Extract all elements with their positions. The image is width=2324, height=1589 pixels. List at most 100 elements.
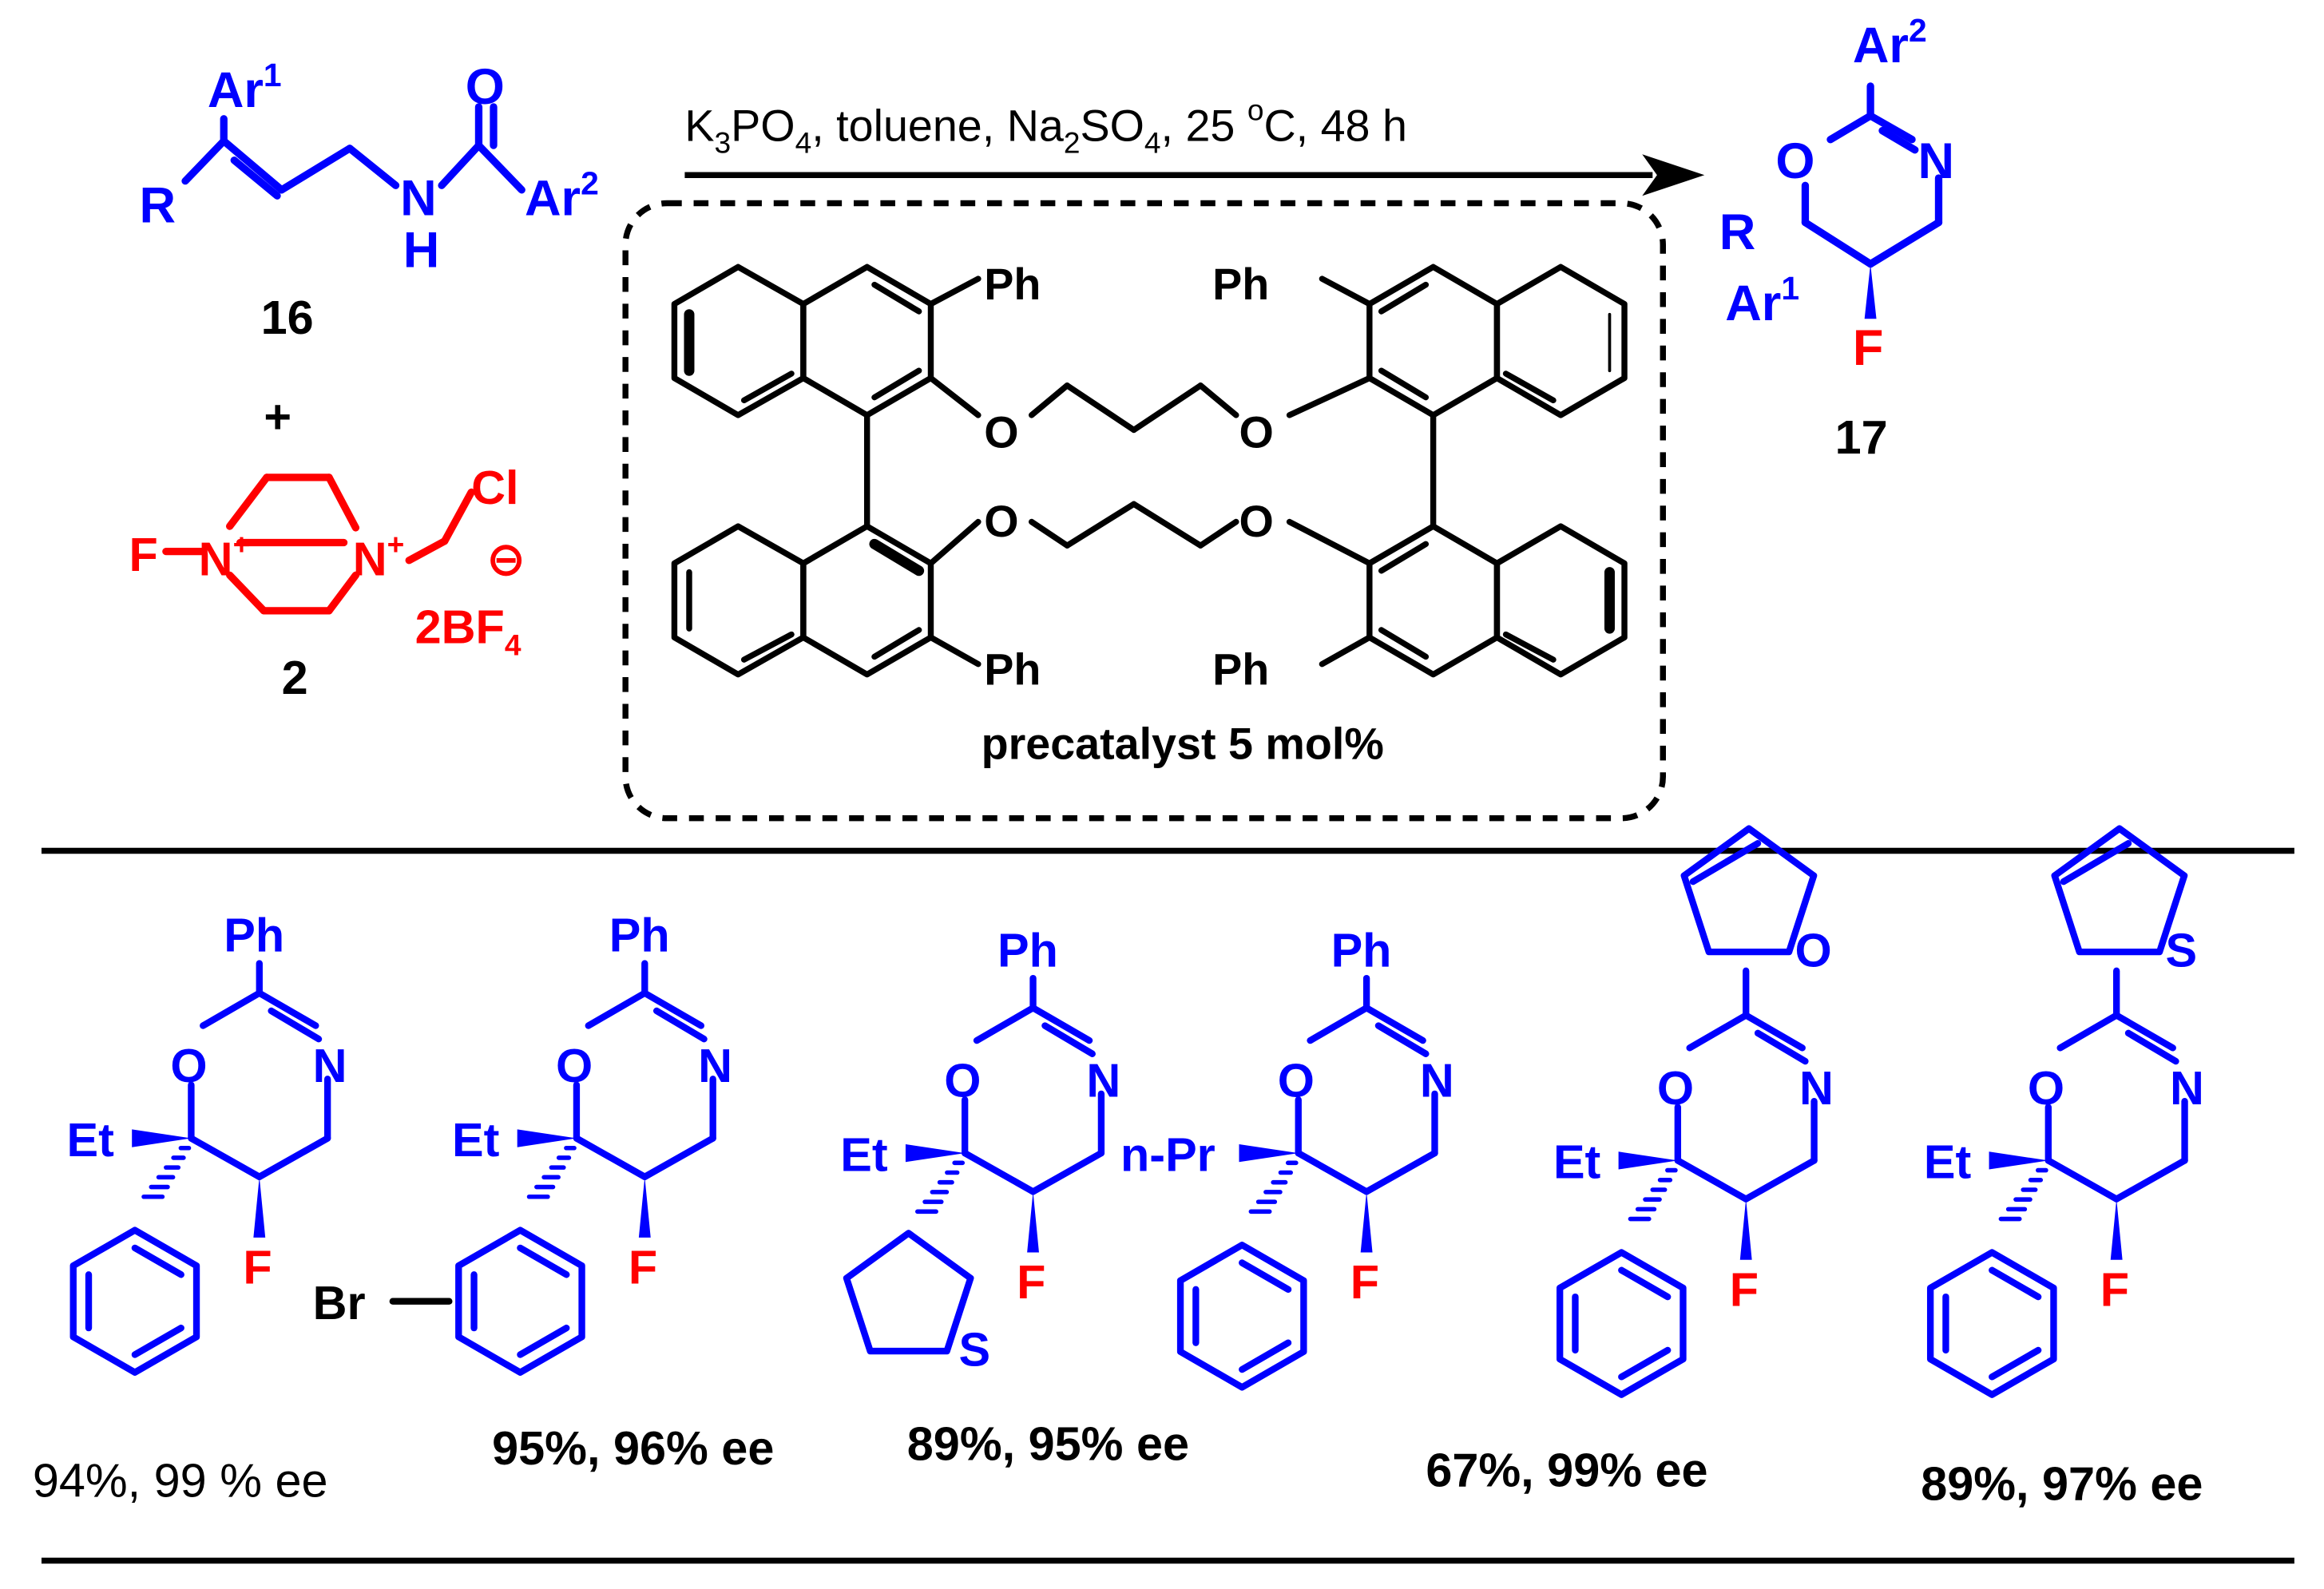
phenyl-ring-double-bond xyxy=(131,1324,184,1358)
product-r: R xyxy=(1719,204,1756,260)
bond xyxy=(573,1135,648,1180)
alkyl-wedge xyxy=(517,1129,577,1147)
bond xyxy=(641,989,705,1029)
bond xyxy=(1754,1029,1809,1065)
reagent-number: 2 xyxy=(282,651,308,704)
precat-o-2: O xyxy=(1239,408,1274,458)
substrate-o: O xyxy=(466,59,505,115)
c2-phenyl-label: Ph xyxy=(224,909,284,962)
reagent-n1: N+ xyxy=(199,527,251,585)
bond xyxy=(1743,1157,1818,1203)
phenyl-ring-double-bond xyxy=(1239,1339,1292,1373)
reagent-counterion: 2BF4 xyxy=(415,600,522,662)
alkyl-label: n-Pr xyxy=(1120,1127,1216,1181)
bond xyxy=(973,1005,1037,1044)
oxazine-n: N xyxy=(1799,1061,1834,1115)
bond xyxy=(256,989,319,1029)
phenyl-ring xyxy=(1926,1249,2057,1398)
alkyl-label: Et xyxy=(67,1113,115,1167)
precat-o-3: O xyxy=(984,497,1018,546)
c2-phenyl-label: Ph xyxy=(609,909,670,962)
bond xyxy=(1374,1022,1430,1057)
reagent-n2: N+ xyxy=(353,527,405,585)
stereo-wedge xyxy=(1739,1199,1752,1260)
phenyl-ring xyxy=(1556,1249,1687,1398)
substrate-ar1: Ar1 xyxy=(208,57,282,118)
product-number: 17 xyxy=(1835,410,1888,464)
alkyl-label: Et xyxy=(452,1113,500,1167)
oxazine-o: O xyxy=(1657,1061,1694,1115)
thiophene-s: S xyxy=(2165,924,2197,977)
bond xyxy=(652,1007,708,1043)
fluorine: F xyxy=(1017,1255,1045,1309)
bromophenyl-ring xyxy=(455,1226,585,1376)
phenyl-ring-double-bond xyxy=(1989,1266,2042,1301)
product-f: F xyxy=(1853,320,1884,376)
fluorine: F xyxy=(1730,1262,1759,1316)
product-wedge xyxy=(1864,264,1877,319)
c2-phenyl-label: Ph xyxy=(997,923,1058,977)
bond xyxy=(585,989,648,1029)
alkyl-label: Et xyxy=(1553,1135,1601,1189)
bond xyxy=(200,989,263,1029)
reaction-arrow xyxy=(684,154,1705,196)
bond xyxy=(268,1007,323,1043)
oxazine-o: O xyxy=(2028,1061,2064,1115)
bond xyxy=(256,1135,331,1180)
substrate-h: H xyxy=(403,222,440,278)
thiophene-s: S xyxy=(958,1323,990,1377)
product-ar2: Ar2 xyxy=(1853,12,1927,73)
product-17 xyxy=(1801,82,1943,268)
oxazine-o: O xyxy=(556,1039,593,1092)
precatalyst-label: precatalyst 5 mol% xyxy=(982,719,1384,768)
furyl-ring xyxy=(1680,825,1818,956)
thienyl-ring xyxy=(2051,825,2188,956)
bond xyxy=(2113,1012,2176,1052)
phenyl-ring-double-bond xyxy=(1239,1259,1292,1294)
precatalyst-structure xyxy=(671,264,1628,678)
reagent-minus: ⊖ xyxy=(486,532,526,585)
bond xyxy=(1029,1149,1105,1195)
oxazine-o: O xyxy=(1278,1054,1315,1108)
alkyl-label: Et xyxy=(1924,1135,1972,1189)
alkyl-wedge xyxy=(1239,1143,1299,1163)
bond xyxy=(2124,1029,2179,1065)
bond xyxy=(2113,1157,2188,1203)
bond xyxy=(188,1135,263,1180)
substrate-ar2: Ar2 xyxy=(525,164,599,226)
substrate-16 xyxy=(181,103,525,200)
precatalyst-box xyxy=(622,200,1666,822)
substrate-n: N xyxy=(400,170,437,226)
bond xyxy=(1041,1022,1096,1057)
plus-sign: + xyxy=(264,390,291,443)
stereo-wedge xyxy=(1360,1191,1373,1253)
bond xyxy=(641,1135,716,1180)
phenyl-ring-double-bond xyxy=(1618,1266,1672,1301)
oxazine-o: O xyxy=(170,1039,207,1092)
bond xyxy=(1743,1012,1806,1052)
precat-ph-1: Ph xyxy=(984,260,1041,309)
bond xyxy=(1686,1012,1750,1052)
stereo-wedge xyxy=(1027,1191,1039,1253)
bond xyxy=(1307,1005,1370,1044)
bromophenyl-ring-double-bond xyxy=(517,1244,570,1278)
phenyl-ring-double-bond xyxy=(1989,1346,2042,1381)
reagent-2 xyxy=(162,474,475,615)
oxazine-n: N xyxy=(313,1039,347,1092)
bromophenyl-ring-double-bond xyxy=(517,1324,570,1358)
oxazine-n: N xyxy=(698,1039,732,1092)
heteroaryl-double-bond xyxy=(1689,840,1762,886)
precat-o-4: O xyxy=(1239,497,1274,546)
bond xyxy=(2044,1157,2120,1203)
furan-o: O xyxy=(1795,924,1832,977)
reagent-f: F xyxy=(129,528,157,581)
alkyl-wedge xyxy=(1618,1151,1678,1170)
product-o: O xyxy=(1775,133,1814,189)
thienyl-ring xyxy=(843,1230,974,1355)
